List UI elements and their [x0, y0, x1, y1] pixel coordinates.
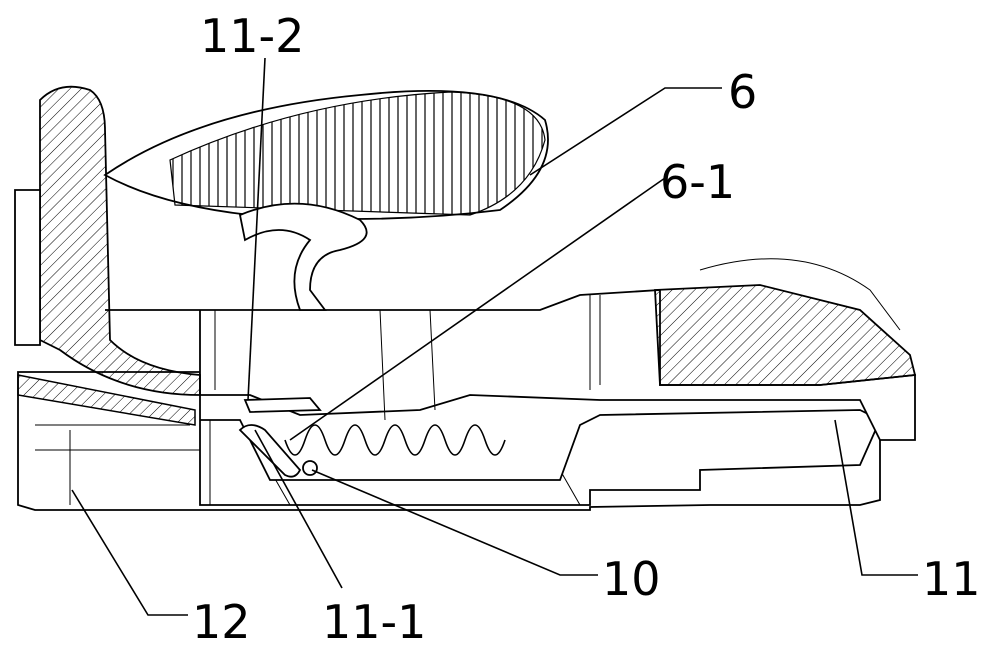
back-frame	[15, 190, 40, 345]
label-6: 6	[728, 65, 757, 119]
label-10: 10	[602, 552, 661, 606]
front-cushion	[655, 285, 915, 385]
part-6-pad	[105, 91, 548, 310]
label-6-1: 6-1	[660, 155, 735, 209]
label-11-2: 11-2	[200, 9, 304, 63]
label-11-1: 11-1	[322, 595, 426, 649]
backrest	[40, 87, 200, 395]
label-11: 11	[922, 552, 981, 606]
part-11-2-hook	[245, 398, 320, 412]
label-12: 12	[192, 595, 251, 649]
